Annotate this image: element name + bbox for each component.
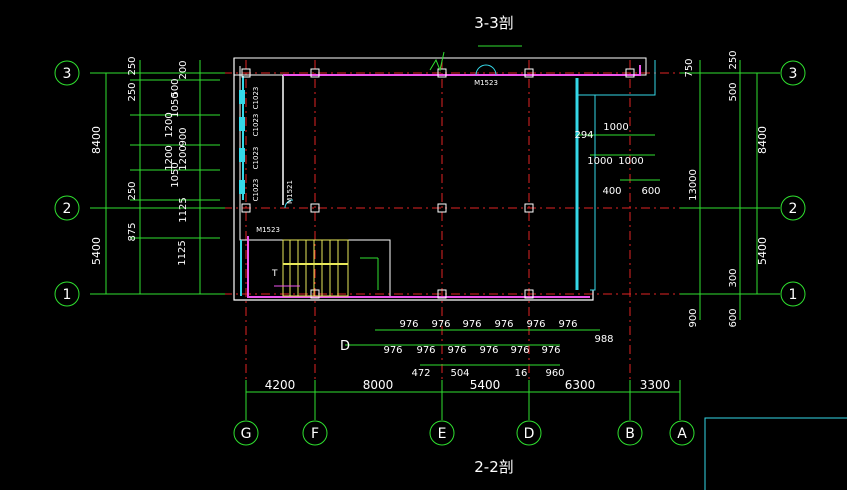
door-tag: M1523 [474,79,498,87]
row-dim: 976 [399,319,418,330]
left-outer-dim: 1125 [177,240,188,265]
left-inner-dim: 900 [178,127,189,146]
tags: C1023 C1023 C1023 C1023 M1523 M1521 M152… [252,79,498,234]
inner-dim: 400 [602,186,621,197]
row-dim: 976 [541,345,560,356]
right-misc-dim: 900 [688,308,699,327]
break-mark [429,51,445,72]
inner-dim: 600 [641,186,660,197]
dimension-lines [90,60,780,420]
row-dim: 472 [411,368,430,379]
row-dim: 976 [510,345,529,356]
row-dim: 16 [515,368,528,379]
window-tag: C1023 [252,179,260,202]
inner-dim: 1000 [618,156,643,167]
row-dim: 976 [431,319,450,330]
stair [274,239,349,297]
left-outer-dim: 875 [127,222,138,241]
windows [239,90,245,194]
span-dim: 5400 [470,378,501,392]
row-dim: 976 [494,319,513,330]
inner-dim: 1000 [603,122,628,133]
bottom-title: 2-2剖 [474,458,514,476]
columns [241,68,635,299]
left-inner-dim: 500 [170,78,181,97]
row-dim: 976 [479,345,498,356]
right-misc-dim: 250 [728,50,739,69]
grid-label-g: G [241,426,252,442]
dim-row-3: 472 504 16 960 [411,368,564,379]
detail-label: D [340,339,350,354]
grid-label-e: E [438,426,447,442]
window-tag: C1023 [252,147,260,170]
row-dim: 976 [383,345,402,356]
left-outer-dim: 250 [127,56,138,75]
row-dim: 976 [526,319,545,330]
right-misc-dim: 600 [728,308,739,327]
grid-label-a: A [677,426,687,442]
grid-labels: 3 2 1 3 2 1 G F E D B A [63,66,798,442]
grid-label-left-2: 2 [63,201,72,217]
left-inner-dim: 1200 [164,112,175,137]
left-outer-dim: 250 [127,82,138,101]
row-dim: 960 [545,368,564,379]
left-inner-dim: 200 [178,60,189,79]
grid-label-left-1: 1 [63,287,72,303]
grid-label-f: F [311,426,319,442]
span-dim: 3300 [640,378,671,392]
left-dims: 8400 5400 250 250 250 875 1125 200 500 1… [90,56,189,265]
right-misc-dim: 13000 [688,169,699,201]
axis-lines [90,60,780,420]
row-dim: 976 [462,319,481,330]
left-overall-dim: 8400 [90,126,103,154]
window-tag: C1023 [252,87,260,110]
row-dim: 976 [416,345,435,356]
left-overall-dim: 5400 [90,237,103,265]
row-dim: 976 [558,319,577,330]
grid-bubbles [54,60,806,446]
door-tag: M1521 [286,180,294,204]
row-dim: 976 [447,345,466,356]
dim-row-2: 976 976 976 976 976 976 [383,345,560,356]
left-inner-dim: 1050 [170,92,181,117]
grid-label-right-2: 2 [789,201,798,217]
grid-label-left-3: 3 [63,66,72,82]
top-title: 3-3剖 [474,14,514,32]
row-dim: 504 [450,368,469,379]
grid-label-d: D [524,426,535,442]
inner-dim: 1000 [587,156,612,167]
right-misc-dim: 750 [684,58,695,77]
grid-label-right-1: 1 [789,287,798,303]
grid-label-right-3: 3 [789,66,798,82]
window-tag: C1023 [252,114,260,137]
left-outer-dim: 250 [127,181,138,200]
left-inner-dim: 1050 [170,162,181,187]
bottom-span-dims: 4200 8000 5400 6300 3300 [265,378,671,392]
right-inner-dims: 1000 294 1000 1000 400 600 [574,122,660,197]
left-inner-dim: 1125 [178,197,189,222]
right-overall-dim: 8400 [756,126,769,154]
left-inner-dim: 1200 [178,145,189,170]
stair-label: T [271,269,278,279]
right-misc-dim: 300 [728,268,739,287]
door-swings [284,64,497,209]
right-overall-dim: 5400 [756,237,769,265]
left-inner-dim: 1200 [164,145,175,170]
right-dims: 8400 5400 250 750 500 13000 300 900 600 [684,50,769,327]
building-walls [233,57,847,490]
span-dim: 6300 [565,378,596,392]
inner-dim: 294 [574,130,593,141]
row-dim-extra: 988 [594,334,613,345]
span-dim: 4200 [265,378,296,392]
dim-row-1: 976 976 976 976 976 976 988 [399,319,613,345]
right-misc-dim: 500 [728,82,739,101]
span-dim: 8000 [363,378,394,392]
grid-label-b: B [625,426,635,442]
door-tag: M1523 [256,226,280,234]
